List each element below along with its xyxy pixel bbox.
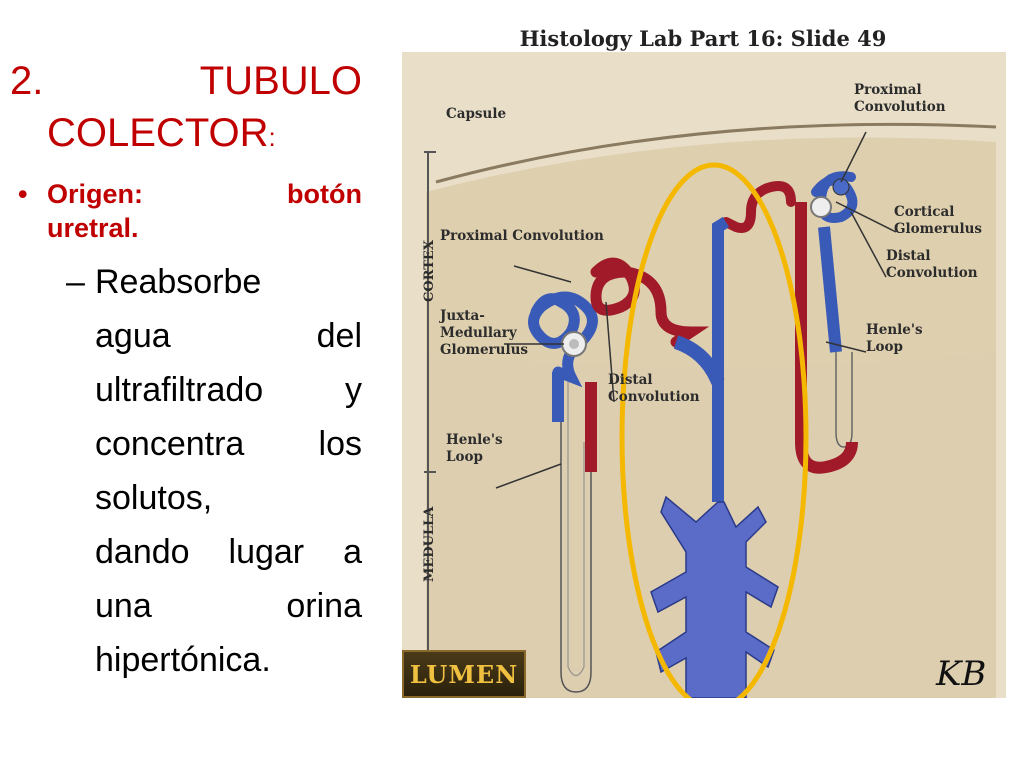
collecting-duct-join: [673, 335, 725, 385]
sub-line: hipertónica.: [95, 641, 271, 679]
slide-heading: 2. TUBULO: [10, 55, 362, 107]
label-medulla: MEDULLA: [422, 506, 437, 582]
vessel-blue-right: [818, 226, 842, 353]
sub-line: Reabsorbe: [95, 263, 262, 301]
sub-line: solutos,: [95, 479, 213, 517]
label-distal-convolution-right: Distal Convolution: [886, 248, 978, 281]
cortical-glomerulus: [810, 196, 832, 218]
heading-word: TUBULO: [199, 59, 362, 103]
bullet-line1-a: Origen:: [47, 179, 144, 209]
collecting-duct-trunk: [650, 495, 779, 698]
figure-title: Histology Lab Part 16: Slide 49: [519, 26, 887, 51]
label-henle-loop-right: Henle's Loop: [866, 322, 923, 355]
sub-line: una orina: [95, 587, 362, 625]
heading-number: 2.: [10, 59, 44, 103]
nephron-figure: Histology Lab Part 16: Slide 49: [396, 22, 1010, 698]
sub-line: concentra los: [95, 425, 362, 463]
bullet-line1-b: botón: [287, 179, 362, 209]
lumen-logo: LUMEN: [402, 650, 526, 698]
distal-convolution-left: [590, 257, 710, 348]
capsule-line: [435, 122, 997, 184]
label-distal-convolution-mid: Distal Convolution: [608, 372, 700, 405]
heading-colon: :: [268, 122, 276, 152]
label-juxta-medullary-glomerulus: Juxta- Medullary Glomerulus: [440, 308, 529, 358]
slide-text: 2. TUBULO COLECTOR: • Origen: botón uret…: [10, 55, 362, 687]
sub-bullet-marker: –: [66, 263, 85, 301]
henle-loop-right: [835, 352, 853, 448]
sub-line: ultrafiltrado y: [95, 371, 362, 409]
artist-signature: KB: [936, 654, 987, 694]
highlight-ellipse: [619, 162, 809, 698]
label-cortical-glomerulus: Cortical Glomerulus: [894, 204, 983, 237]
label-henle-loop-left: Henle's Loop: [446, 432, 503, 465]
label-capsule: Capsule: [446, 106, 507, 122]
henle-loop-left: [560, 382, 592, 693]
heading-line2-text: COLECTOR: [47, 111, 269, 155]
label-proximal-convolution-left: Proximal Convolution: [440, 228, 604, 244]
collecting-duct-upper: [712, 216, 730, 502]
label-cortex: CORTEX: [422, 240, 437, 302]
sub-line: agua del: [95, 317, 362, 355]
sub-line: dando lugar a: [95, 533, 363, 571]
bullet-origin: • Origen: botón: [10, 177, 362, 211]
sub-bullet: – Reabsorbe agua del ultrafiltrado y con…: [10, 255, 362, 687]
bullet-marker: •: [18, 179, 28, 209]
label-proximal-convolution-top: Proximal Convolution: [854, 82, 946, 115]
bullet-origin-cont: uretral.: [47, 213, 139, 243]
slide-heading-line2: COLECTOR:: [47, 107, 362, 163]
vessel-red-right: [795, 202, 858, 474]
nephron-diagram: [402, 52, 1006, 698]
